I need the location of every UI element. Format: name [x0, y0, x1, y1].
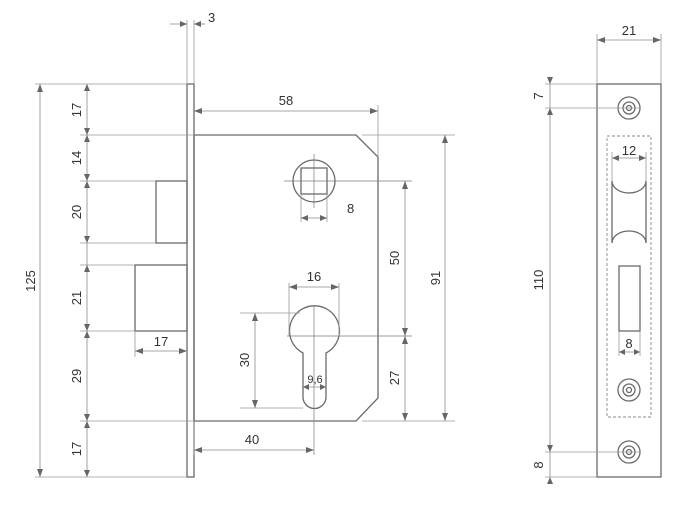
dim-case-to-latch: 14: [69, 151, 84, 165]
strike-plate: [596, 83, 662, 478]
strike-screw-hole-middle: [617, 378, 641, 402]
strike-plate-view: 21 7 110 8 12 8: [531, 23, 662, 484]
dim-bolt-to-cylinder: 29: [69, 369, 84, 383]
dim-case-depth: 58: [279, 93, 293, 108]
faceplate: [186, 83, 195, 478]
dim-spindle-square: 8: [347, 201, 354, 216]
dim-lower-margin: 17: [69, 442, 84, 456]
strike-latch-opening: [611, 180, 647, 244]
latch-bolt: [155, 180, 188, 244]
dim-faceplate-thickness: 3: [208, 10, 215, 25]
dim-cylinder-width: 16: [307, 269, 321, 284]
dim-spindle-to-cylinder: 50: [387, 251, 402, 265]
dim-latch-height: 20: [69, 205, 84, 219]
lock-case: [193, 134, 379, 422]
lock-body-view: 125 17 14 20 21 29 17 3 58 8 50 91 27 17…: [23, 10, 455, 478]
dim-cylinder-slot: 9,6: [307, 374, 322, 386]
dim-strike-top: 7: [531, 92, 546, 99]
dim-strike-hole-spacing: 110: [531, 270, 546, 291]
dim-bolt-throw: 17: [154, 334, 168, 349]
dim-strike-bottom: 8: [531, 461, 546, 468]
dim-bolt-height: 21: [69, 291, 84, 305]
dim-case-height: 91: [428, 271, 443, 285]
dim-cylinder-height: 30: [237, 353, 252, 367]
spindle-hole: [284, 154, 412, 208]
dim-overall-height: 125: [23, 270, 38, 292]
dim-strike-bolt-opening: 8: [625, 336, 632, 351]
strike-bolt-opening: [618, 265, 641, 332]
dim-cylinder-to-bottom: 27: [387, 371, 402, 385]
dim-upper-to-case: 17: [69, 103, 84, 117]
strike-box-outline: [606, 135, 652, 418]
dim-strike-width: 21: [622, 23, 636, 38]
dead-bolt: [134, 264, 188, 332]
dim-strike-latch-opening: 12: [622, 143, 636, 158]
dim-backset: 40: [245, 432, 259, 447]
